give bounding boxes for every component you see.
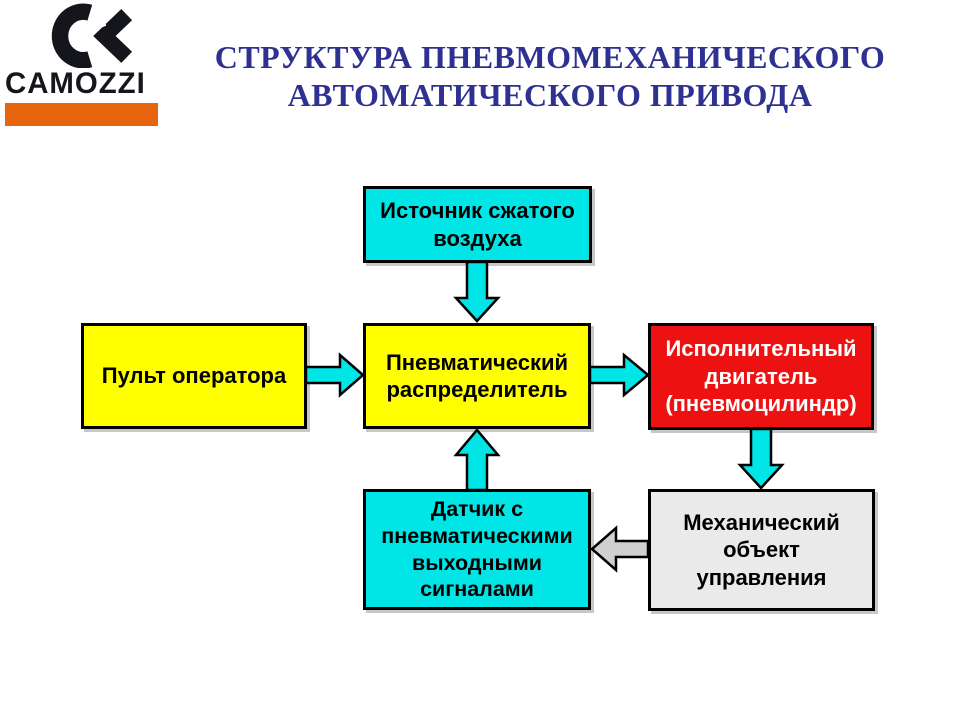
slide-title-line2: АВТОМАТИЧЕСКОГО ПРИВОДА (287, 77, 813, 113)
box-actuator: Исполнительный двигатель (пневмоцилиндр) (648, 323, 874, 430)
slide-title-line1: СТРУКТУРА ПНЕВМОМЕХАНИЧЕСКОГО (214, 39, 886, 75)
box-operator-panel: Пульт оператора (81, 323, 307, 429)
arrow-air-to-distributor-icon (453, 260, 501, 323)
box-mechanical-object: Механический объект управления (648, 489, 875, 611)
box-actuator-label: Исполнительный двигатель (пневмоцилиндр) (665, 336, 857, 417)
box-pneumatic-distributor-label: Пневматический распределитель (385, 349, 569, 403)
box-pneumatic-distributor: Пневматический распределитель (363, 323, 591, 429)
slide-title: СТРУКТУРА ПНЕВМОМЕХАНИЧЕСКОГО АВТОМАТИЧЕ… (180, 38, 920, 114)
box-mechanical-object-label: Механический объект управления (683, 509, 840, 590)
box-air-source: Источник сжатого воздуха (363, 186, 592, 263)
box-air-source-label: Источник сжатого воздуха (380, 198, 575, 251)
camozzi-double-c-icon (51, 3, 133, 68)
box-operator-panel-label: Пульт оператора (101, 363, 287, 389)
arrow-distributor-to-actuator-icon (588, 352, 650, 398)
arrow-actuator-to-object-icon (737, 427, 785, 490)
arrow-sensor-to-distributor-icon (453, 428, 501, 492)
camozzi-wordmark: CAMOZZI (5, 67, 146, 100)
arrow-operator-to-distributor-icon (304, 352, 365, 398)
logo-orange-bar (5, 103, 158, 126)
box-sensor: Датчик с пневматическими выходными сигна… (363, 489, 591, 610)
arrow-object-to-sensor-icon (590, 525, 650, 573)
box-sensor-label: Датчик с пневматическими выходными сигна… (381, 496, 573, 602)
